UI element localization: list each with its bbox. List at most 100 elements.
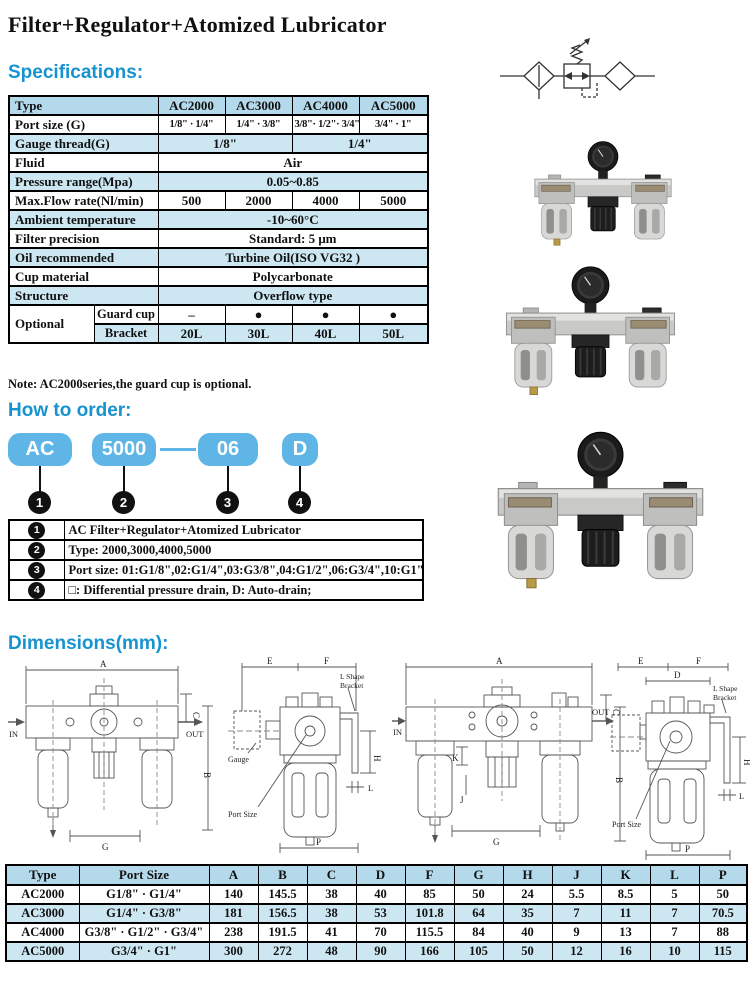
- dim-label-a: A: [100, 660, 107, 669]
- marker-line-1: [39, 466, 41, 492]
- dim-label-j: J: [460, 795, 464, 805]
- spec-value-cell: 3/4" · 1": [358, 114, 429, 135]
- bracket-label-1: L Shape: [340, 672, 365, 681]
- dim-value-cell: 181: [208, 903, 259, 924]
- dim-value-cell: 11: [600, 903, 651, 924]
- dim-value-cell: 238: [208, 922, 259, 943]
- spec-sub-label: Guard cup: [93, 304, 159, 325]
- dim-portsize-cell: G1/4" · G3/8": [78, 903, 210, 924]
- dim-value-cell: 16: [600, 941, 651, 962]
- gauge-label: Gauge: [228, 755, 249, 764]
- dim-value-cell: 272: [257, 941, 308, 962]
- dim-label-e: E: [267, 656, 273, 666]
- dim-value-cell: 88: [698, 922, 748, 943]
- spec-value-cell: ●: [291, 304, 360, 325]
- dim-value-cell: 7: [649, 903, 700, 924]
- dim-header-cell: C: [306, 864, 357, 886]
- dim-value-cell: 12: [551, 941, 602, 962]
- spec-value-cell: 3/8"· 1/2"· 3/4": [291, 114, 360, 135]
- order-code-drain: D: [282, 433, 318, 466]
- dim-label-p: P: [685, 844, 690, 854]
- product-photo-small: [534, 140, 672, 246]
- dim-label-in: IN: [393, 727, 402, 737]
- spec-row-label: Fluid: [8, 152, 159, 173]
- marker-circle-2: 2: [112, 491, 135, 514]
- dim-header-cell: L: [649, 864, 700, 886]
- dim-label-p: P: [316, 837, 321, 847]
- dim-label-b: B: [614, 777, 624, 783]
- order-row-marker: 1: [8, 519, 65, 541]
- side-view-drawing-large: E F D L Shape Bracket Port Size H L P: [610, 656, 750, 860]
- spec-row-label: Structure: [8, 285, 159, 306]
- dim-value-cell: 5.5: [551, 884, 602, 905]
- spec-value-cell: 1/8" · 1/4": [157, 114, 226, 135]
- spec-sub-label: Bracket: [93, 323, 159, 344]
- spec-value-cell: 0.05~0.85: [157, 171, 429, 192]
- dim-label-b: B: [202, 772, 212, 778]
- bracket-label-2: Bracket: [340, 681, 364, 690]
- dim-value-cell: 50: [453, 884, 504, 905]
- dim-header-cell: B: [257, 864, 308, 886]
- dim-value-cell: 35: [502, 903, 553, 924]
- how-to-order-heading: How to order:: [8, 400, 132, 421]
- order-row-marker: 2: [8, 539, 65, 561]
- dim-value-cell: 53: [355, 903, 406, 924]
- dim-label-out: OUT: [592, 707, 610, 717]
- spec-value-cell: 50L: [358, 323, 429, 344]
- dim-label-c: C: [611, 709, 621, 715]
- dim-header-cell: K: [600, 864, 651, 886]
- dim-type-cell: AC5000: [5, 941, 80, 962]
- dim-header-cell: P: [698, 864, 748, 886]
- dim-value-cell: 145.5: [257, 884, 308, 905]
- spec-row-label: Oil recommended: [8, 247, 159, 268]
- spec-type-cell: AC2000: [157, 95, 226, 116]
- dim-value-cell: 48: [306, 941, 357, 962]
- port-size-label: Port Size: [612, 820, 642, 829]
- spec-value-cell: –: [157, 304, 226, 325]
- dim-value-cell: 101.8: [404, 903, 455, 924]
- dim-value-cell: 85: [404, 884, 455, 905]
- dim-value-cell: 8.5: [600, 884, 651, 905]
- pneumatic-circuit-symbol: [500, 38, 655, 99]
- dimensions-heading: Dimensions(mm):: [8, 633, 169, 654]
- spec-value-cell: 5000: [358, 190, 429, 211]
- spec-optional-label: Optional: [8, 304, 95, 344]
- spec-type-cell: AC4000: [291, 95, 360, 116]
- dim-label-g: G: [102, 842, 109, 852]
- dim-value-cell: 64: [453, 903, 504, 924]
- spec-value-cell: -10~60°C: [157, 209, 429, 230]
- dim-label-l: L: [739, 791, 744, 801]
- order-marker-circle: 3: [28, 562, 46, 578]
- order-row-marker: 3: [8, 559, 65, 581]
- dimension-drawings: A IN OUT C B G E: [0, 655, 750, 860]
- spec-value-cell: 500: [157, 190, 226, 211]
- port-size-label: Port Size: [228, 810, 258, 819]
- spec-value-cell: Turbine Oil(ISO VG32 ): [157, 247, 429, 268]
- dim-label-in: IN: [9, 729, 18, 739]
- order-row-text: Type: 2000,3000,4000,5000: [63, 539, 424, 561]
- dim-value-cell: 10: [649, 941, 700, 962]
- dim-value-cell: 300: [208, 941, 259, 962]
- dim-label-out: OUT: [186, 729, 204, 739]
- dim-portsize-cell: G1/8" · G1/4": [78, 884, 210, 905]
- dim-header-cell: H: [502, 864, 553, 886]
- dim-value-cell: 40: [355, 884, 406, 905]
- dim-label-h: H: [372, 755, 382, 762]
- order-row-text: AC Filter+Regulator+Atomized Lubricator: [63, 519, 424, 541]
- dim-label-h: H: [742, 759, 750, 766]
- spec-value-cell: 40L: [291, 323, 360, 344]
- order-marker-circle: 2: [28, 542, 46, 558]
- marker-circle-4: 4: [288, 491, 311, 514]
- spec-value-cell: Polycarbonate: [157, 266, 429, 287]
- dim-value-cell: 90: [355, 941, 406, 962]
- spec-value-cell: 2000: [224, 190, 293, 211]
- bracket-label-1: L Shape: [713, 684, 738, 693]
- dim-value-cell: 115: [698, 941, 748, 962]
- order-row-text: Port size: 01:G1/8",02:G1/4",03:G3/8",04…: [63, 559, 424, 581]
- dim-value-cell: 50: [698, 884, 748, 905]
- spec-row-label: Type: [8, 95, 159, 116]
- note-text: Note: AC2000series,the guard cup is opti…: [8, 377, 252, 391]
- order-code-series: AC: [8, 433, 72, 466]
- spec-value-cell: Overflow type: [157, 285, 429, 306]
